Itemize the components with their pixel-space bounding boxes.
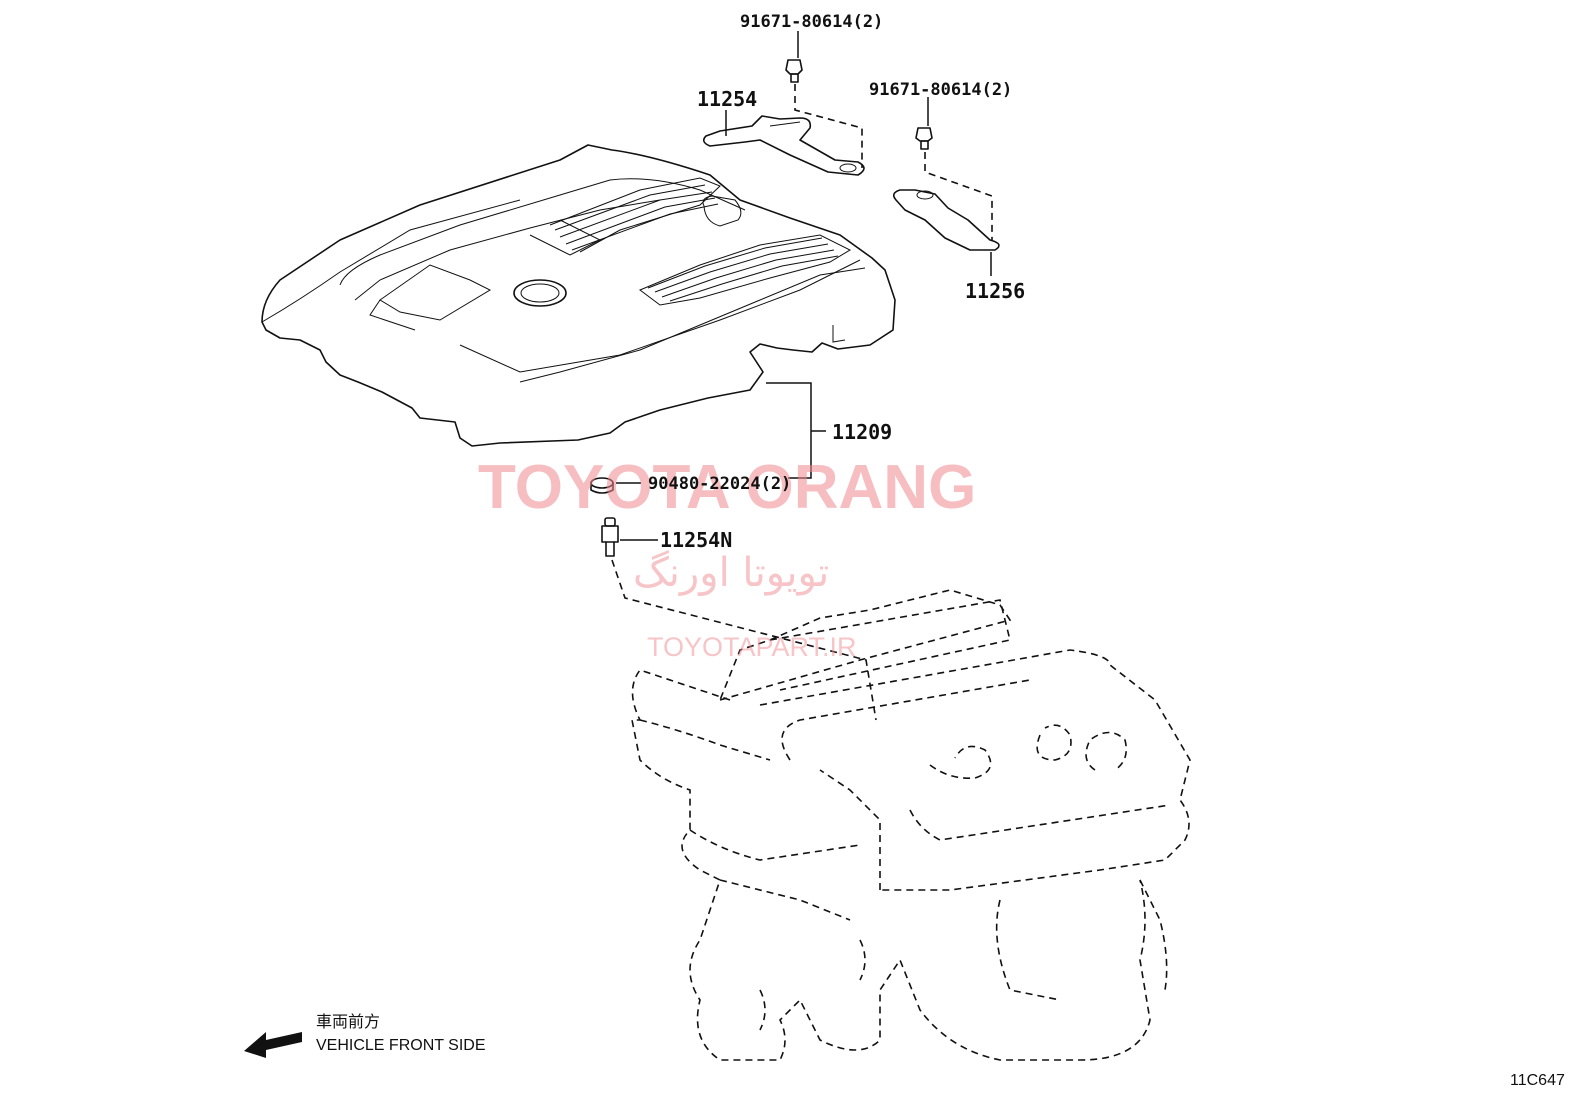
watermark-site: TOYOTAPART.IR [647, 632, 857, 662]
bracket-11254 [702, 115, 865, 176]
orientation-japanese: 車両前方 [316, 1013, 380, 1031]
vehicle-front-arrow-icon [244, 1032, 302, 1058]
bolt-91671-right [915, 127, 933, 150]
watermark-persian: تویوتا اورنگ [633, 550, 829, 596]
watermark-brand: TOYOTA ORANG [478, 453, 976, 522]
stud-11254N [601, 517, 619, 557]
grommet-90480 [590, 477, 614, 494]
assembly-guide-lines [611, 84, 993, 721]
label-bracket-11254: 11254 [697, 87, 757, 111]
label-grommet: 90480-22024(2) [648, 474, 791, 494]
engine-cover-11209 [261, 144, 896, 447]
orientation-english: VEHICLE FRONT SIDE [316, 1037, 486, 1054]
label-bracket-11256: 11256 [965, 279, 1025, 303]
label-bolt-top: 91671-80614(2) [740, 12, 883, 32]
label-bolt-right: 91671-80614(2) [869, 80, 1012, 100]
bolt-91671-top [785, 59, 803, 83]
label-engine-cover: 11209 [832, 420, 892, 444]
diagram-code: 11C647 [1510, 1072, 1565, 1089]
leader-lines [616, 31, 992, 541]
engine-block-outline [631, 589, 1191, 1061]
bracket-11256 [892, 189, 1000, 251]
label-stud: 11254N [660, 528, 732, 552]
